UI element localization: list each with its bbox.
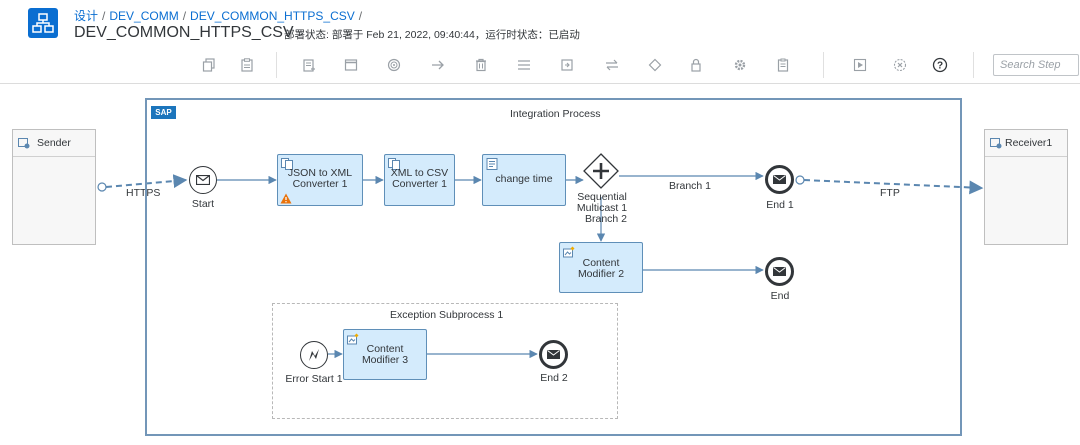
header: 设计/DEV_COMM/DEV_COMMON_HTTPS_CSV/ DEV_CO… — [0, 0, 1080, 48]
content-modifier-3-label-line1: Content — [366, 343, 404, 355]
add-note-icon[interactable] — [299, 55, 319, 75]
breadcrumb-separator: / — [358, 9, 363, 23]
json-to-xml-label-line2: Converter 1 — [292, 178, 348, 190]
xml-to-csv-label-line2: Converter 1 — [392, 178, 447, 190]
user-icon — [18, 138, 30, 149]
clipboard-icon[interactable] — [773, 55, 793, 75]
swap-icon[interactable] — [602, 55, 622, 75]
export-icon[interactable] — [557, 55, 577, 75]
sender-participant[interactable]: Sender — [12, 129, 96, 245]
help-icon[interactable]: ? — [930, 55, 950, 75]
breadcrumb-separator: / — [182, 9, 187, 23]
converter-icon — [281, 158, 293, 170]
diamond-icon[interactable] — [645, 55, 665, 75]
lightning-icon — [309, 349, 319, 361]
envelope-icon — [547, 350, 560, 359]
integration-process-title: Integration Process — [510, 108, 601, 120]
script-icon — [486, 158, 498, 170]
start-event[interactable] — [189, 166, 217, 194]
json-to-xml-label-line1: JSON to XML — [287, 167, 353, 179]
sequence-flows — [217, 171, 764, 359]
multicast-label-line1: Sequential — [577, 191, 627, 203]
multicast-label-line2: Multicast 1 — [576, 202, 628, 214]
end1-event[interactable] — [765, 165, 794, 194]
exception-subprocess[interactable]: Exception Subprocess 1 — [272, 303, 618, 419]
window-icon[interactable] — [341, 55, 361, 75]
breadcrumb-separator: / — [102, 9, 106, 23]
sap-logo: SAP — [151, 106, 176, 119]
diagram-canvas[interactable]: Sender HTTPS Receiver1 FTP SAP Integrati… — [0, 84, 1080, 445]
branch1-label: Branch 1 — [668, 180, 712, 192]
warning-icon — [280, 193, 292, 204]
ftp-connection[interactable] — [795, 175, 984, 195]
gear-icon[interactable] — [730, 55, 750, 75]
end2-event[interactable] — [539, 340, 568, 369]
lock-icon[interactable] — [686, 55, 706, 75]
envelope-icon — [773, 175, 786, 184]
xml-to-csv-converter[interactable]: XML to CSV Converter 1 — [384, 154, 455, 206]
xml-to-csv-label-line1: XML to CSV — [390, 167, 449, 179]
deploy-status: 部署状态: 部署于 Feb 21, 2022, 09:40:44，运行时状态：已… — [284, 29, 580, 41]
copy-icon[interactable] — [199, 55, 219, 75]
cancel-icon[interactable] — [890, 55, 910, 75]
error-start-label: Error Start 1 — [285, 373, 343, 385]
play-icon[interactable] — [850, 55, 870, 75]
end1-label: End 1 — [766, 199, 794, 211]
breadcrumb-package[interactable]: DEV_COMM — [109, 9, 179, 23]
arrow-right-icon[interactable] — [428, 55, 448, 75]
exception-subprocess-title: Exception Subprocess 1 — [390, 309, 504, 321]
branch2-label: Branch 2 — [584, 213, 628, 225]
integration-process-pool[interactable]: SAP Integration Process — [145, 98, 962, 436]
content-modifier-icon — [347, 333, 359, 345]
content-modifier-2[interactable]: Content Modifier 2 — [559, 242, 643, 293]
sender-header: Sender — [13, 130, 95, 157]
receiver-participant[interactable]: Receiver1 — [984, 129, 1068, 245]
breadcrumb-iflow[interactable]: DEV_COMMON_HTTPS_CSV — [190, 9, 355, 23]
sequential-multicast-gateway[interactable] — [583, 153, 619, 189]
change-time-script[interactable]: change time — [482, 154, 566, 206]
error-start-event[interactable] — [300, 341, 328, 369]
target-icon[interactable] — [384, 55, 404, 75]
change-time-label: change time — [495, 173, 553, 185]
search-step-input[interactable] — [993, 54, 1079, 76]
envelope-icon — [196, 175, 210, 185]
https-label: HTTPS — [126, 187, 161, 199]
envelope-icon — [773, 267, 786, 276]
user-icon — [990, 138, 1002, 149]
content-modifier-3[interactable]: Content Modifier 3 — [343, 329, 427, 380]
content-modifier-icon — [563, 246, 575, 258]
delete-icon[interactable] — [471, 55, 491, 75]
paste-icon[interactable] — [237, 55, 257, 75]
sender-label: Sender — [37, 137, 71, 149]
end-event[interactable] — [765, 257, 794, 286]
converter-icon — [388, 158, 400, 170]
svg-text:?: ? — [937, 61, 943, 72]
breadcrumb: 设计/DEV_COMM/DEV_COMMON_HTTPS_CSV/ — [74, 7, 366, 24]
toolbar-separator — [973, 52, 974, 78]
breadcrumb-design[interactable]: 设计 — [74, 9, 99, 23]
toolbar-separator — [823, 52, 824, 78]
content-modifier-3-label-line2: Modifier 3 — [361, 354, 409, 366]
menu-lines-icon[interactable] — [514, 55, 534, 75]
content-modifier-2-label-line2: Modifier 2 — [577, 268, 625, 280]
receiver-header: Receiver1 — [985, 130, 1067, 157]
json-to-xml-converter[interactable]: JSON to XML Converter 1 — [277, 154, 363, 206]
end-label: End — [770, 290, 790, 302]
receiver-label: Receiver1 — [1005, 137, 1053, 149]
toolbar: ? — [0, 47, 1080, 84]
toolbar-separator — [276, 52, 277, 78]
start-label: Start — [191, 198, 215, 210]
ftp-label: FTP — [880, 187, 900, 199]
content-modifier-2-label-line1: Content — [582, 257, 620, 269]
end2-label: End 2 — [540, 372, 568, 384]
integration-flow-icon — [28, 8, 58, 38]
page-title: DEV_COMMON_HTTPS_CSV — [74, 24, 294, 41]
